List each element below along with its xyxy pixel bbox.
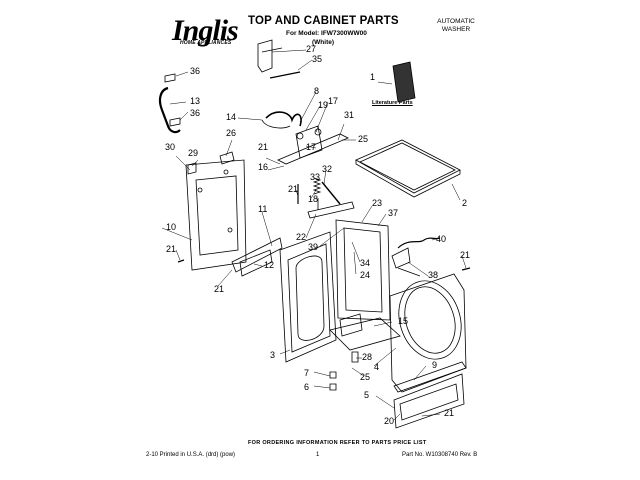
callout-14: 14 xyxy=(226,112,236,122)
product-type-line1: AUTOMATIC xyxy=(437,18,475,25)
dispenser-housing xyxy=(295,125,323,159)
callout-7: 7 xyxy=(304,368,309,378)
page-title: TOP AND CABINET PARTS xyxy=(248,15,399,27)
callout-21: 21 xyxy=(288,184,298,194)
callout-30: 30 xyxy=(165,142,175,152)
literature-booklet xyxy=(392,61,416,103)
print-info: 2-10 Printed in U.S.A. (drd) (pow) xyxy=(146,452,236,458)
callout-40: 40 xyxy=(436,234,446,244)
callout-32: 32 xyxy=(322,164,332,174)
part-12 xyxy=(239,249,273,277)
callout-35: 35 xyxy=(312,54,322,64)
callout-4: 4 xyxy=(374,362,379,372)
hose-13 xyxy=(158,86,181,134)
callout-1: 1 xyxy=(370,72,375,82)
part-number: Part No. W10308740 Rev. B xyxy=(402,452,478,458)
callout-6: 6 xyxy=(304,382,309,392)
base xyxy=(329,317,401,351)
diagram-drawing xyxy=(158,39,471,429)
kick-panel-9 xyxy=(393,361,467,393)
part-27 xyxy=(257,39,273,73)
foot-7 xyxy=(329,371,337,379)
bracket-26 xyxy=(219,151,235,165)
callout-12: 12 xyxy=(264,260,274,270)
callout-20: 20 xyxy=(384,416,394,426)
cross-brace xyxy=(307,201,355,219)
callout-13: 13 xyxy=(190,96,200,106)
cabinet-rear xyxy=(335,219,391,321)
callout-5: 5 xyxy=(364,390,369,400)
callout-34: 34 xyxy=(360,258,370,268)
top-panel xyxy=(355,139,461,194)
callout-22: 22 xyxy=(296,232,306,242)
callout-21: 21 xyxy=(214,284,224,294)
callout-24: 24 xyxy=(360,270,370,280)
brand-tagline: HOME APPLIANCES xyxy=(180,40,232,46)
screw-21b xyxy=(177,259,185,263)
callout-39: 39 xyxy=(308,242,318,252)
page-number: 1 xyxy=(316,452,320,458)
product-type: AUTOMATIC WASHER xyxy=(430,18,482,34)
callout-21: 21 xyxy=(166,244,176,254)
leader-lines xyxy=(161,49,467,421)
callout-36: 36 xyxy=(190,66,200,76)
callout-18: 18 xyxy=(308,194,318,204)
callout-25: 25 xyxy=(358,134,368,144)
product-type-line2: WASHER xyxy=(441,26,471,33)
callout-21: 21 xyxy=(460,250,470,260)
callout-3: 3 xyxy=(270,350,275,360)
callout-31: 31 xyxy=(344,110,354,120)
callout-16: 16 xyxy=(258,162,268,172)
callout-21: 21 xyxy=(444,408,454,418)
callout-28: 28 xyxy=(362,352,372,362)
spring-33 xyxy=(312,177,322,195)
callout-36: 36 xyxy=(190,108,200,118)
callout-19: 19 xyxy=(318,100,328,110)
model-color: (White) xyxy=(312,39,335,46)
clamp-36-lower xyxy=(169,117,181,127)
callout-9: 9 xyxy=(432,360,437,370)
callout-21: 21 xyxy=(258,142,268,152)
rail-32 xyxy=(321,181,341,205)
brand-logo: Inglis xyxy=(172,14,239,47)
base-rail xyxy=(231,237,283,273)
callout-8: 8 xyxy=(314,86,319,96)
wire-35 xyxy=(269,71,301,79)
control-board-38 xyxy=(391,247,411,269)
top-frame xyxy=(277,133,349,165)
callout-10: 10 xyxy=(166,222,176,232)
model-number: For Model: IFW7300WW00 xyxy=(286,30,367,37)
callout-37: 37 xyxy=(388,208,398,218)
callout-27: 27 xyxy=(306,44,316,54)
callout-2: 2 xyxy=(462,198,467,208)
front-frame xyxy=(279,231,337,363)
harness-40 xyxy=(397,237,441,249)
foot-6 xyxy=(329,383,337,391)
bracket-29 xyxy=(187,162,197,175)
wire-harness xyxy=(265,111,302,127)
callout-17: 17 xyxy=(328,96,338,106)
rear-panel xyxy=(185,159,247,271)
callout-17: 17 xyxy=(306,142,316,152)
ordering-note: FOR ORDERING INFORMATION REFER TO PARTS … xyxy=(248,440,427,446)
callout-29: 29 xyxy=(188,148,198,158)
callout-11: 11 xyxy=(258,204,267,214)
screw-21c xyxy=(461,267,471,271)
callout-25: 25 xyxy=(360,372,370,382)
part-28 xyxy=(351,351,359,363)
callout-38: 38 xyxy=(428,270,438,280)
callout-23: 23 xyxy=(372,198,382,208)
callout-26: 26 xyxy=(226,128,236,138)
literature-label: Literature Parts xyxy=(372,100,413,106)
callout-15: 15 xyxy=(398,316,408,326)
callout-33: 33 xyxy=(310,172,320,182)
clamp-36 xyxy=(164,73,176,83)
